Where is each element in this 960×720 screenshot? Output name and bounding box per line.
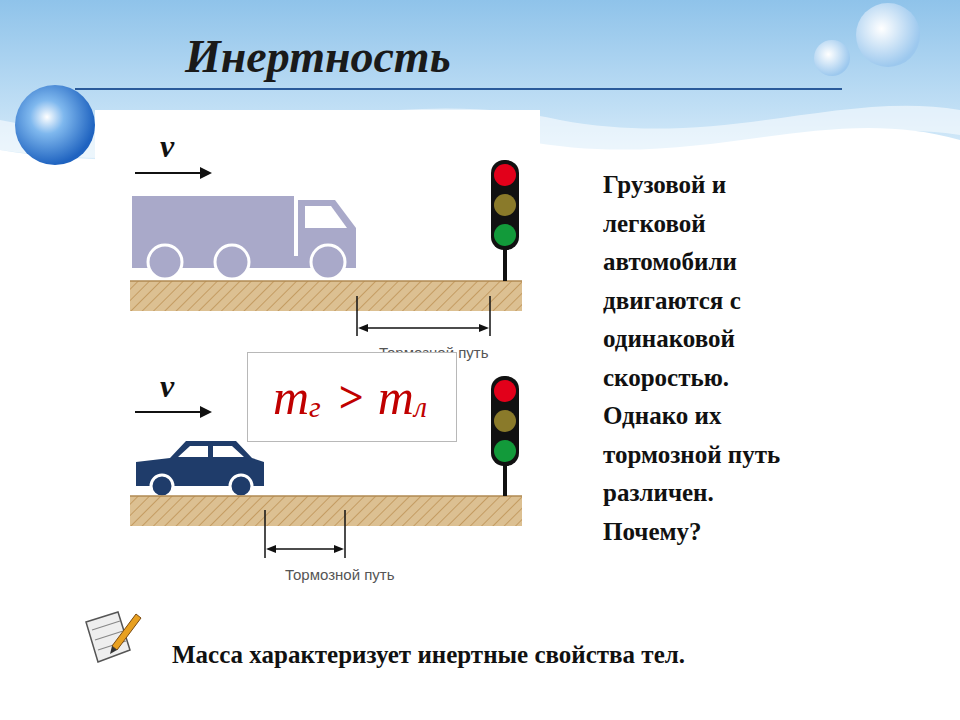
note-icon [86, 612, 141, 662]
decor-ball [814, 40, 850, 76]
arrowhead [200, 406, 212, 418]
truck [132, 196, 356, 279]
velocity-symbol: v [160, 368, 174, 405]
formula-operator: > [339, 372, 364, 423]
car-window [178, 446, 244, 457]
velocity-arrow [135, 172, 205, 174]
traffic-light [491, 376, 519, 496]
arrowhead [266, 545, 344, 553]
formula-subscript: л [414, 390, 427, 424]
distance-label: Тормозной путь [283, 566, 397, 583]
velocity-arrow [135, 411, 205, 413]
distance-bracket [265, 510, 345, 558]
truck-window [305, 206, 347, 228]
traffic-light [491, 160, 519, 281]
arrowhead [200, 167, 212, 179]
road-ground [130, 496, 522, 526]
decor-ball [856, 3, 920, 67]
conclusion-note: Масса характеризует инертные свойства те… [172, 641, 685, 669]
arrowhead [358, 324, 489, 332]
formula-symbol: m [378, 368, 414, 426]
road-ground [130, 281, 522, 311]
slide-title: Инертность [185, 30, 451, 83]
car [136, 441, 264, 497]
formula-symbol: m [273, 368, 309, 426]
picture-panel [95, 110, 540, 600]
road-surface [130, 495, 522, 497]
formula-box: mг>mл [247, 352, 457, 442]
velocity-symbol: v [160, 128, 174, 165]
title-rule [75, 88, 842, 90]
road-surface [130, 280, 522, 282]
distance-bracket [357, 296, 490, 336]
question-text: Грузовой и легковой автомобили двигаются… [603, 166, 818, 551]
formula-subscript: г [309, 390, 321, 424]
decor-ball [15, 85, 95, 165]
